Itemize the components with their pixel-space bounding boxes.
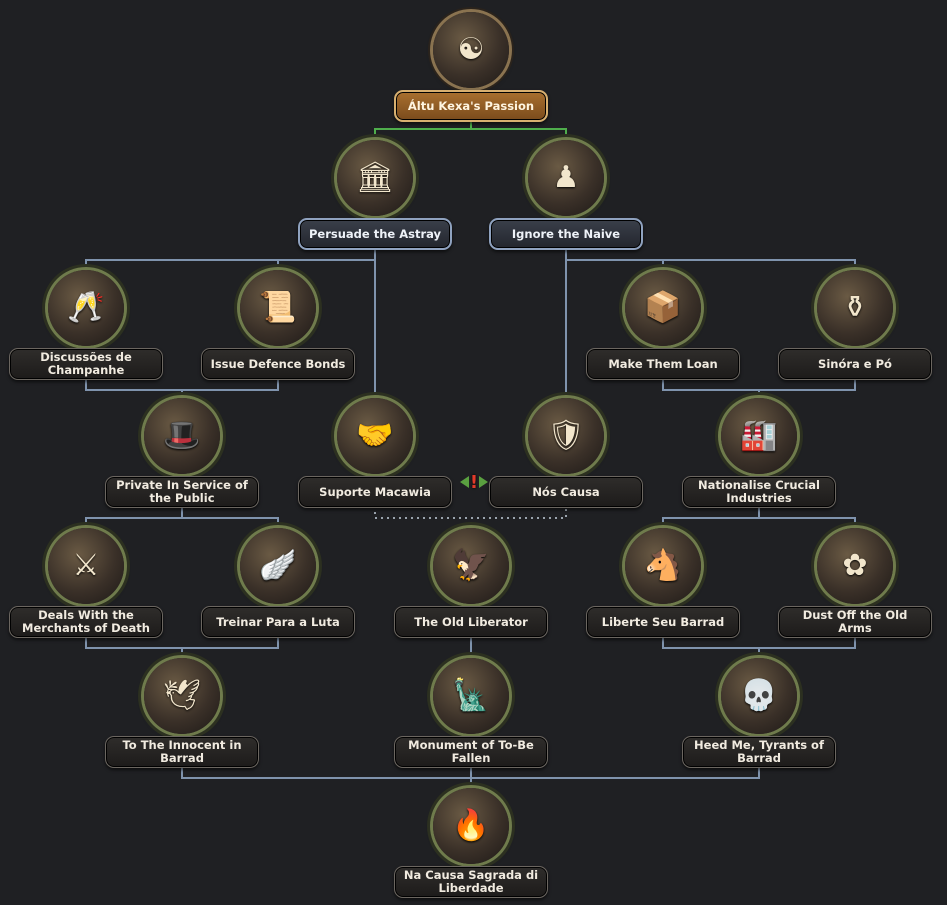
focus-label[interactable]: Nationalise Crucial Industries — [682, 476, 836, 508]
right-arrow-icon — [479, 476, 489, 488]
focus-label[interactable]: Discussões de Champanhe — [9, 348, 163, 380]
gold-pile-icon[interactable]: ⚱ — [817, 270, 893, 346]
crossed-rifles-icon[interactable]: ⚔ — [48, 528, 124, 604]
mutually-exclusive-link — [374, 500, 567, 519]
yin-yang-emblem-icon[interactable]: ☯ — [433, 12, 509, 88]
statue-flag-icon[interactable]: 🗽 — [433, 658, 509, 734]
focus-label[interactable]: Persuade the Astray — [298, 218, 452, 250]
pegasus-pilot-icon[interactable]: 🪽 — [240, 528, 316, 604]
focus-label[interactable]: Private In Service of the Public — [105, 476, 259, 508]
focus-label[interactable]: Treinar Para a Luta — [201, 606, 355, 638]
parliament-building-icon[interactable]: 🏛 — [337, 140, 413, 216]
connector-private-children — [85, 500, 279, 532]
focus-label[interactable]: Dust Off the Old Arms — [778, 606, 932, 638]
focus-label[interactable]: Deals With the Merchants of Death — [9, 606, 163, 638]
focus-label[interactable]: Make Them Loan — [586, 348, 740, 380]
focus-label[interactable]: Suporte Macawia — [298, 476, 452, 508]
skulls-crown-icon[interactable]: 💀 — [721, 658, 797, 734]
focus-label[interactable]: Monument of To-Be Fallen — [394, 736, 548, 768]
focus-label[interactable]: Heed Me, Tyrants of Barrad — [682, 736, 836, 768]
shield-feather-icon[interactable]: 🛡 — [528, 398, 604, 474]
focus-label[interactable]: Sinóra e Pó — [778, 348, 932, 380]
dove-icon[interactable]: 🕊 — [144, 658, 220, 734]
focus-label[interactable]: Na Causa Sagrada di Liberdade — [394, 866, 548, 898]
focus-label[interactable]: To The Innocent in Barrad — [105, 736, 259, 768]
focus-label[interactable]: Issue Defence Bonds — [201, 348, 355, 380]
left-arrow-icon — [459, 476, 469, 488]
top-hat-money-icon[interactable]: 🎩 — [144, 398, 220, 474]
flower-rifles-icon[interactable]: ✿ — [817, 528, 893, 604]
focus-label[interactable]: The Old Liberator — [394, 606, 548, 638]
griffon-portrait-icon[interactable]: 🦅 — [433, 528, 509, 604]
focus-label[interactable]: Áltu Kexa's Passion — [394, 90, 548, 122]
mutually-exclusive-marker: ! — [456, 471, 492, 493]
chess-pieces-icon[interactable]: ♟ — [528, 140, 604, 216]
connector-nationalise-children — [662, 500, 856, 532]
factory-gear-icon[interactable]: 🏭 — [721, 398, 797, 474]
bonds-documents-icon[interactable]: 📜 — [240, 270, 316, 346]
champagne-glasses-icon[interactable]: 🥂 — [48, 270, 124, 346]
pony-soldier-icon[interactable]: 🐴 — [625, 528, 701, 604]
focus-label[interactable]: Liberte Seu Barrad — [586, 606, 740, 638]
focus-label[interactable]: Nós Causa — [489, 476, 643, 508]
focus-label[interactable]: Ignore the Naive — [489, 218, 643, 250]
exclamation-icon: ! — [469, 471, 479, 493]
crates-documents-icon[interactable]: 📦 — [625, 270, 701, 346]
handshake-star-icon[interactable]: 🤝 — [337, 398, 413, 474]
torch-emblem-icon[interactable]: 🔥 — [433, 788, 509, 864]
